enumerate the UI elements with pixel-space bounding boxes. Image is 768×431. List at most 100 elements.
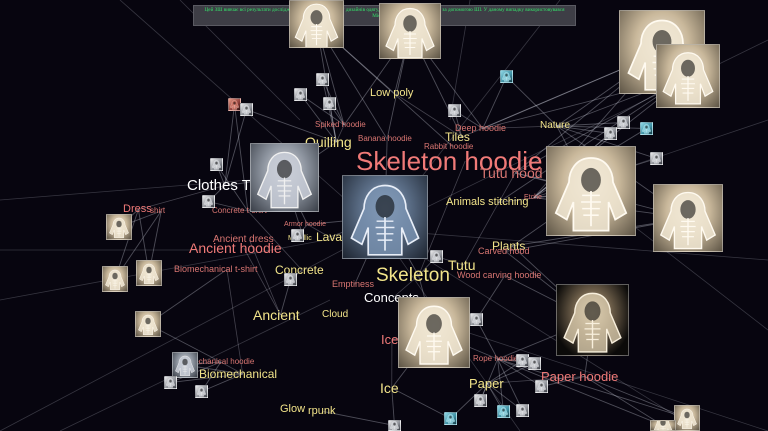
thumbnail-small[interactable] (470, 313, 483, 326)
graph-edge (506, 76, 558, 127)
label-etched[interactable]: Etche (524, 194, 542, 201)
label-paper-hoodie[interactable]: Paper hoodie (541, 369, 619, 384)
label-ancient[interactable]: Ancient (253, 307, 300, 323)
graph-edge (497, 358, 542, 387)
thumbnail-small[interactable] (604, 127, 617, 140)
label-paper[interactable]: Paper (469, 376, 504, 391)
label-biomechanical[interactable]: Biomechanical (199, 367, 278, 381)
graph-edge (584, 376, 664, 426)
thumbnail-small[interactable] (202, 195, 215, 208)
thumbnail-small[interactable] (430, 250, 443, 263)
thumbnail-small[interactable] (284, 273, 297, 286)
label-carved-hood[interactable]: Carved hood (478, 246, 530, 256)
thumbnail-small[interactable] (650, 152, 663, 165)
label-ice[interactable]: Ice (380, 380, 399, 396)
label-animals-stitching[interactable]: Animals stitching (446, 196, 529, 208)
graph-edge (335, 124, 345, 143)
label-ice-hoodie[interactable]: Ice (381, 332, 399, 347)
img-right-man[interactable] (653, 184, 723, 252)
graph-edge (224, 109, 247, 186)
label-rope-hoodie[interactable]: Rope hoodie (473, 354, 519, 363)
thumbnail-small[interactable] (135, 311, 161, 337)
graph-edge (556, 125, 611, 134)
label-glow[interactable]: Glow (280, 403, 306, 415)
img-grey-hoodie[interactable] (250, 143, 319, 212)
img-top-left[interactable] (289, 0, 344, 48)
img-lower-right-hood[interactable] (556, 284, 629, 356)
label-banana-hoodie[interactable]: Banana hoodie (358, 134, 412, 143)
label-skeleton[interactable]: Skeleton (376, 265, 450, 286)
label-tiles[interactable]: Tiles (445, 130, 470, 144)
thumbnail-small[interactable] (172, 352, 198, 378)
img-center-skull[interactable] (342, 175, 428, 259)
thumbnail-small[interactable] (316, 73, 329, 86)
thumbnail-small[interactable] (323, 97, 336, 110)
thumbnail-small[interactable] (195, 385, 208, 398)
label-dress[interactable]: Dress (123, 203, 152, 215)
graph-edge (234, 104, 249, 212)
thumbnail-small[interactable] (102, 266, 128, 292)
thumbnail-small[interactable] (444, 412, 457, 425)
thumbnail-small[interactable] (448, 104, 461, 117)
label-spiked-hoodie[interactable]: Spiked hoodie (315, 120, 366, 129)
label-skeleton-hoodie[interactable]: Skeleton hoodie (356, 146, 543, 176)
thumbnail-small[interactable] (516, 404, 529, 417)
label-biomechanical-hoodie[interactable]: Biomechanical hoodie (176, 357, 255, 366)
img-right-skull[interactable] (546, 146, 636, 236)
label-concrete-tshirt[interactable]: Concrete t-shirt (212, 206, 267, 215)
label-tutu-hoodie[interactable]: Tutu hood (480, 165, 543, 181)
label-lava[interactable]: Lava (316, 230, 343, 244)
label-rabbit-hoodie[interactable]: Rabbit hoodie (424, 142, 474, 151)
thumbnail-small[interactable] (497, 405, 510, 418)
thumbnail-small[interactable] (294, 88, 307, 101)
thumbnail-small[interactable] (228, 98, 241, 111)
label-cloud[interactable]: Cloud (322, 309, 349, 320)
label-emptiness[interactable]: Emptiness (332, 279, 375, 289)
label-shirt[interactable]: shirt (150, 206, 166, 215)
graph-edge (463, 172, 516, 266)
label-wood-carving-hoodie[interactable]: Wood carving hoodie (457, 270, 542, 280)
graph-edge (300, 94, 345, 126)
graph-edge (379, 229, 768, 261)
label-clothes-t[interactable]: Clothes T (187, 177, 251, 194)
thumbnail-small[interactable] (617, 116, 630, 129)
label-ancient-dress[interactable]: Ancient dress (213, 234, 274, 245)
thumbnail-small[interactable] (535, 380, 548, 393)
graph-edge (249, 239, 281, 316)
label-concrete[interactable]: Concrete (275, 263, 324, 277)
label-tutu[interactable]: Tutu (448, 257, 476, 273)
label-plants[interactable]: Plants (492, 239, 526, 253)
thumbnail-small[interactable] (388, 420, 401, 431)
graph-edge (459, 329, 768, 431)
label-ancient-hoodie[interactable]: Ancient hoodie (189, 240, 282, 256)
thumbnail-small[interactable] (136, 260, 162, 286)
label-armor-hoodie[interactable]: Armor hoodie (284, 221, 327, 228)
img-top-right-back[interactable] (656, 44, 720, 108)
label-cyberpunk[interactable]: rpunk (308, 405, 336, 417)
thumbnail-small[interactable] (528, 357, 541, 370)
thumbnail-small[interactable] (474, 394, 487, 407)
thumbnail-small[interactable] (106, 214, 132, 240)
thumbnail-small[interactable] (210, 158, 223, 171)
graph-edge (246, 109, 337, 143)
graph-edge (224, 104, 235, 186)
thumbnail-small[interactable] (500, 70, 513, 83)
graph-edge (391, 387, 451, 419)
thumbnail-small[interactable] (674, 405, 700, 431)
graph-edge (0, 179, 251, 201)
thumbnail-small[interactable] (240, 103, 253, 116)
graph-edge (476, 319, 499, 360)
graph-edge (201, 373, 243, 392)
img-top-center[interactable] (379, 3, 441, 59)
label-low-poly[interactable]: Low poly (370, 87, 414, 99)
thumbnail-small[interactable] (164, 376, 177, 389)
label-nature[interactable]: Nature (540, 120, 571, 131)
thumbnail-small[interactable] (640, 122, 653, 135)
thumbnail-small[interactable] (650, 420, 676, 431)
img-lower-center[interactable] (398, 297, 470, 368)
label-biomechanical-tshirt[interactable]: Biomechanical t-shirt (174, 264, 258, 274)
label-deep-hoodie[interactable]: Deep hoodie (455, 123, 507, 133)
thumbnail-small[interactable] (516, 354, 529, 367)
graph-edge (505, 245, 513, 252)
thumbnail-small[interactable] (291, 229, 304, 242)
